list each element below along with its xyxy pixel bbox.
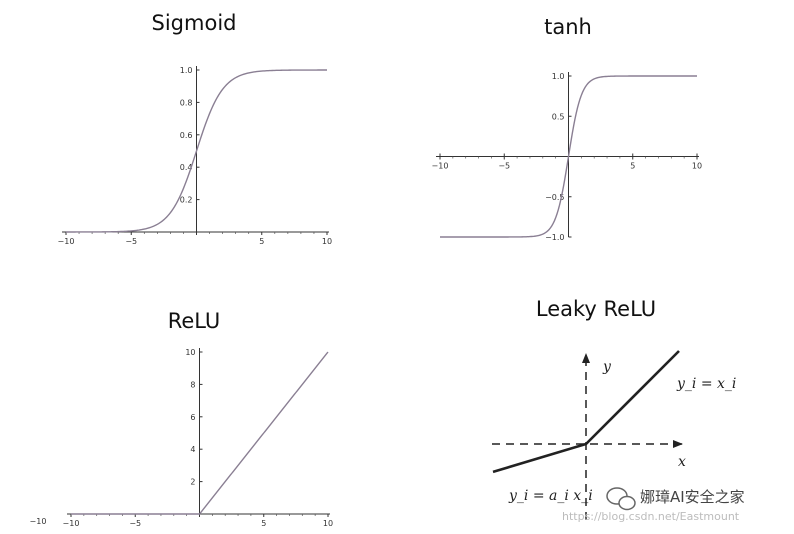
y-tick-label: 0.6 — [180, 131, 193, 140]
leaky-x-axis-label: x — [678, 454, 686, 470]
x-tick-label: −10 — [63, 519, 80, 528]
x-tick-label: 10 — [323, 519, 333, 528]
x-tick-label: −5 — [125, 237, 137, 246]
leaky-relu-curve — [492, 350, 680, 474]
x-tick-label: 10 — [322, 237, 332, 246]
tanh-title: tanh — [544, 15, 592, 39]
leaky-relu-title: Leaky ReLU — [536, 297, 656, 321]
y-tick-label: 6 — [190, 413, 195, 422]
leaky-y-axis-label: y — [602, 359, 612, 375]
leaky-positive-annotation: y_i = x_i — [676, 376, 736, 392]
leaky-relu-panel: Leaky ReLU y x y_i = x_i y_i = a_i x_i — [492, 297, 736, 520]
y-tick-label: −0.5 — [545, 193, 564, 202]
x-tick-label: 5 — [630, 162, 635, 171]
x-tick-label: 5 — [261, 519, 266, 528]
y-tick-label: 0.8 — [180, 98, 193, 107]
y-tick-label: 0.4 — [180, 163, 193, 172]
y-tick-label: 10 — [185, 348, 195, 357]
stray-tick-label: −10 — [30, 517, 47, 526]
x-tick-label: −10 — [58, 237, 75, 246]
y-tick-label: −1.0 — [545, 233, 564, 242]
x-tick-label: 10 — [692, 162, 702, 171]
x-tick-label: 5 — [259, 237, 264, 246]
tanh-curve — [440, 75, 697, 238]
relu-title: ReLU — [168, 309, 221, 333]
y-tick-label: 0.2 — [180, 196, 193, 205]
relu-panel: ReLU −10 −5 5 10 2 4 6 8 10 −10 — [30, 309, 334, 528]
wechat-icon — [606, 487, 636, 511]
relu-curve — [71, 351, 329, 515]
tanh-panel: tanh −10 −5 5 10 −1.0 −0.5 0.5 1.0 — [432, 15, 703, 242]
x-tick-label: −10 — [432, 162, 449, 171]
y-tick-label: 2 — [190, 478, 195, 487]
sigmoid-title: Sigmoid — [152, 11, 237, 35]
watermark-text: 娜璋AI安全之家 — [640, 488, 745, 506]
sigmoid-curve — [66, 69, 327, 233]
watermark: 娜璋AI安全之家 https://blog.csdn.net/Eastmount — [562, 487, 745, 523]
watermark-url: https://blog.csdn.net/Eastmount — [562, 510, 740, 523]
y-tick-label: 1.0 — [180, 66, 193, 75]
y-tick-label: 4 — [190, 445, 195, 454]
y-tick-label: 8 — [190, 380, 195, 389]
y-tick-label: 0.5 — [552, 112, 565, 121]
leaky-negative-annotation: y_i = a_i x_i — [508, 488, 593, 504]
sigmoid-panel: Sigmoid −10 −5 5 10 0.2 0.4 0.6 0.8 1.0 — [58, 11, 333, 246]
y-tick-label: 1.0 — [552, 72, 565, 81]
x-tick-label: −5 — [129, 519, 141, 528]
x-tick-label: −5 — [498, 162, 510, 171]
